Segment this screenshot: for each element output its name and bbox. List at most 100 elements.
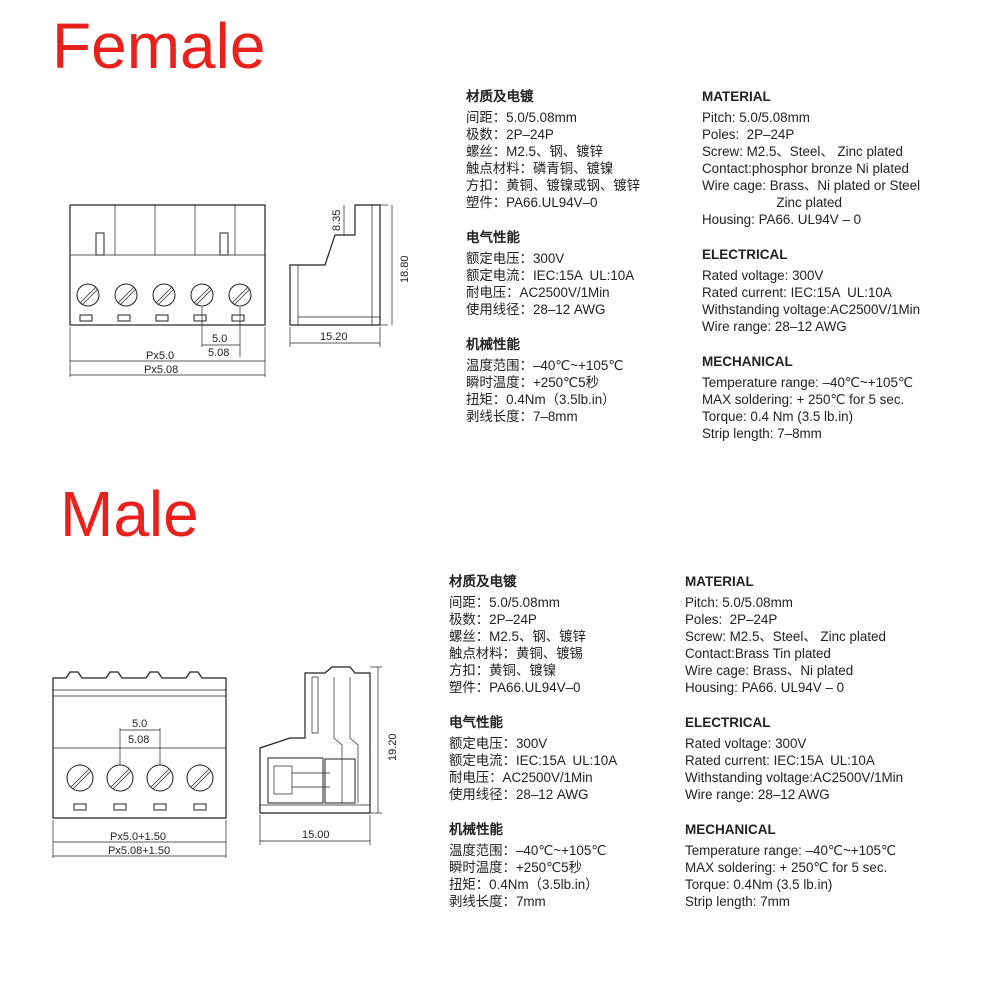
spec-line: Poles: 2P–24P xyxy=(702,127,795,142)
male-side-width: 15.00 xyxy=(302,829,330,841)
spec-line: 温度范围：–40℃~+105℃ xyxy=(466,358,624,373)
spec-line: 使用线径：28–12 AWG xyxy=(449,787,589,802)
section-spacer xyxy=(702,335,926,353)
spec-line: 方扣：黄铜、镀镍 xyxy=(449,663,557,678)
spec-line: 触点材料：黄铜、镀锡 xyxy=(449,646,583,661)
spec-line: MAX soldering: + 250℃ for 5 sec. xyxy=(702,392,905,407)
section-heading: 机械性能 xyxy=(449,822,503,837)
spec-line: Contact:Brass Tin plated xyxy=(685,646,831,661)
female-front-view-drawing: 5.0 5.08 Px5.0 Px5.08 xyxy=(69,204,266,377)
spec-line: Housing: PA66. UL94V – 0 xyxy=(685,680,845,695)
female-screw-row xyxy=(76,283,252,307)
spec-line: 额定电压：300V xyxy=(449,736,548,751)
spec-line: Poles: 2P–24P xyxy=(685,612,778,627)
male-span-b: Px5.08+1.50 xyxy=(108,845,170,857)
spec-line: 温度范围：–40℃~+105℃ xyxy=(449,843,607,858)
spec-line: Zinc plated xyxy=(702,195,842,210)
spec-line: Rated voltage: 300V xyxy=(702,268,824,283)
spec-line: 瞬时温度：+250℃5秒 xyxy=(449,860,582,875)
spec-line: Strip length: 7–8mm xyxy=(702,426,822,441)
spec-line: Screw: M2.5、Steel、 Zinc plated xyxy=(702,144,903,159)
section-heading: 机械性能 xyxy=(466,337,520,352)
spec-line: Wire cage: Brass、Ni plated xyxy=(685,663,854,678)
male-side-view-drawing: 19.20 15.00 xyxy=(259,666,399,845)
female-pitch-b: 5.08 xyxy=(208,347,229,359)
female-side-top: 8.35 xyxy=(331,210,343,231)
spec-line: 瞬时温度：+250℃5秒 xyxy=(466,375,599,390)
male-spec-cn: 材质及电镀间距：5.0/5.08mm 极数：2P–24P 螺丝：M2.5、钢、镀锌触… xyxy=(449,573,674,910)
spec-line: Withstanding voltage:AC2500V/1Min xyxy=(702,302,921,317)
spec-line: 触点材料：磷青铜、镀镍 xyxy=(466,161,614,176)
spec-line: 剥线长度：7–8mm xyxy=(466,409,578,424)
spec-line: 使用线径：28–12 AWG xyxy=(466,302,606,317)
spec-line: Pitch: 5.0/5.08mm xyxy=(685,595,793,610)
spec-line: 耐电压：AC2500V/1Min xyxy=(449,770,593,785)
spec-line: 扭矩：0.4Nm（3.5lb.in） xyxy=(449,877,599,892)
spec-line: Wire range: 28–12 AWG xyxy=(685,787,830,802)
spec-line: Rated current: IEC:15A UL:10A xyxy=(702,285,892,300)
spec-line: 螺丝：M2.5、钢、镀锌 xyxy=(449,629,586,644)
spec-line: 极数：2P–24P xyxy=(449,612,537,627)
spec-line: 间距：5.0/5.08mm xyxy=(449,595,560,610)
spec-line: 塑件：PA66.UL94V–0 xyxy=(449,680,581,695)
section-heading: MECHANICAL xyxy=(702,354,793,369)
section-spacer xyxy=(702,228,926,246)
female-span-b: Px5.08 xyxy=(144,364,178,376)
spec-line: Withstanding voltage:AC2500V/1Min xyxy=(685,770,904,785)
spec-line: Strip length: 7mm xyxy=(685,894,790,909)
spec-line: 极数：2P–24P xyxy=(466,127,554,142)
spec-line: 额定电压：300V xyxy=(466,251,565,266)
section-heading: 材质及电镀 xyxy=(466,89,534,104)
spec-line: 塑件：PA66.UL94V–0 xyxy=(466,195,598,210)
spec-line: 方扣：黄铜、镀镍或钢、镀锌 xyxy=(466,178,641,193)
spec-line: Torque: 0.4Nm (3.5 lb.in) xyxy=(685,877,833,892)
section-heading: MATERIAL xyxy=(685,574,754,589)
spec-line: 额定电流：IEC:15A UL:10A xyxy=(449,753,618,768)
spec-line: 剥线长度：7mm xyxy=(449,894,546,909)
spec-line: 间距：5.0/5.08mm xyxy=(466,110,577,125)
section-heading: ELECTRICAL xyxy=(702,247,788,262)
female-spec-cn: 材质及电镀间距：5.0/5.08mm 极数：2P–24P 螺丝：M2.5、钢、镀锌触… xyxy=(466,88,691,425)
section-heading: 电气性能 xyxy=(449,715,503,730)
male-pitch-a: 5.0 xyxy=(132,718,147,730)
male-screw-row xyxy=(66,764,214,792)
spec-line: Temperature range: –40℃~+105℃ xyxy=(702,375,913,390)
spec-line: Housing: PA66. UL94V – 0 xyxy=(702,212,862,227)
spec-line: 扭矩：0.4Nm（3.5lb.in） xyxy=(466,392,616,407)
section-heading: MECHANICAL xyxy=(685,822,776,837)
male-pitch-b: 5.08 xyxy=(128,734,149,746)
male-front-view-drawing: 5.0 5.08 Px5.0+1.50 Px5.08+1.50 xyxy=(52,671,227,858)
spec-line: Torque: 0.4 Nm (3.5 lb.in) xyxy=(702,409,854,424)
female-side-width: 15.20 xyxy=(320,331,348,343)
section-heading: 材质及电镀 xyxy=(449,574,517,589)
spec-line: Rated voltage: 300V xyxy=(685,736,807,751)
section-heading: ELECTRICAL xyxy=(685,715,771,730)
spec-line: Contact:phosphor bronze Ni plated xyxy=(702,161,909,176)
spec-line: Rated current: IEC:15A UL:10A xyxy=(685,753,875,768)
section-spacer xyxy=(466,211,691,229)
female-pitch-a: 5.0 xyxy=(212,333,227,345)
section-heading: MATERIAL xyxy=(702,89,771,104)
male-span-a: Px5.0+1.50 xyxy=(110,831,166,843)
spec-line: MAX soldering: + 250℃ for 5 sec. xyxy=(685,860,888,875)
female-span-a: Px5.0 xyxy=(146,350,174,362)
section-spacer xyxy=(449,803,674,821)
section-spacer xyxy=(685,696,930,714)
section-spacer xyxy=(466,318,691,336)
spec-line: Wire cage: Brass、Ni plated or Steel xyxy=(702,178,921,193)
spec-line: Screw: M2.5、Steel、 Zinc plated xyxy=(685,629,886,644)
spec-line: 耐电压：AC2500V/1Min xyxy=(466,285,610,300)
male-side-height: 19.20 xyxy=(387,733,399,761)
section-heading: 电气性能 xyxy=(466,230,520,245)
section-spacer xyxy=(449,696,674,714)
section-spacer xyxy=(685,803,930,821)
spec-line: Temperature range: –40℃~+105℃ xyxy=(685,843,896,858)
female-side-height: 18.80 xyxy=(399,255,411,283)
male-title: Male xyxy=(60,478,199,550)
spec-line: 额定电流：IEC:15A UL:10A xyxy=(466,268,635,283)
spec-line: Pitch: 5.0/5.08mm xyxy=(702,110,810,125)
spec-line: Wire range: 28–12 AWG xyxy=(702,319,847,334)
spec-line: 螺丝：M2.5、钢、镀锌 xyxy=(466,144,603,159)
